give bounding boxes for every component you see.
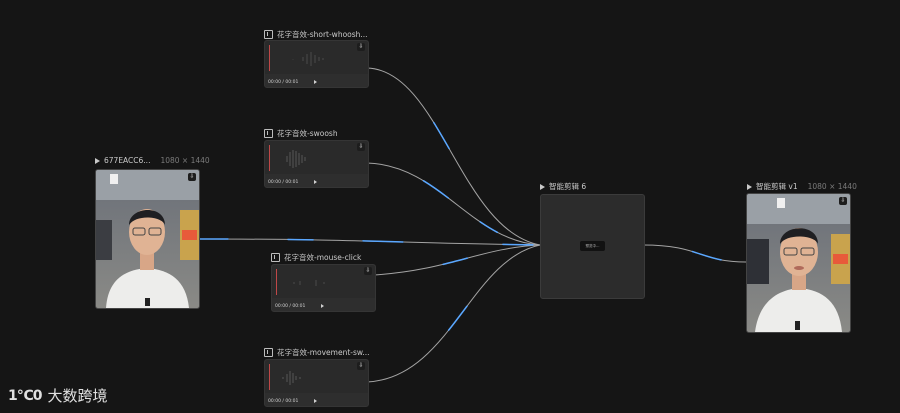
audio-node-3-title: 花字音效-mouse-click: [284, 253, 362, 262]
play-icon: [540, 183, 545, 190]
input-video-card[interactable]: ⇩: [95, 169, 200, 309]
watermark-logo: 1℃0: [8, 387, 42, 404]
play-icon[interactable]: [314, 80, 317, 84]
input-video-header[interactable]: 677EACC6... 1080 × 1440: [95, 156, 210, 165]
input-video-dims: 1080 × 1440: [160, 156, 210, 165]
audio-icon: [264, 348, 273, 357]
audio-time: 00:00 / 00:01: [268, 399, 299, 404]
play-icon[interactable]: [314, 399, 317, 403]
audio-icon: [271, 253, 280, 262]
playhead[interactable]: [269, 45, 270, 71]
audio-node-2[interactable]: ⇩ 00:00 / 00:01: [264, 140, 369, 188]
play-icon: [95, 157, 100, 164]
output-video-card[interactable]: ⇩: [746, 193, 851, 333]
audio-icon: [264, 129, 273, 138]
audio-node-1-header[interactable]: 花字音效-short-whoosh...: [264, 29, 368, 40]
audio-icon: [264, 30, 273, 39]
waveform: [293, 280, 325, 286]
process-status-button[interactable]: 预览中…: [580, 241, 605, 251]
audio-node-4-title: 花字音效-movement-sw...: [277, 348, 370, 357]
audio-node-4-header[interactable]: 花字音效-movement-sw...: [264, 347, 369, 358]
audio-node-3[interactable]: ⇩ 00:00 / 00:01: [271, 264, 376, 312]
play-icon[interactable]: [314, 180, 317, 184]
audio-node-1[interactable]: ⇩ 00:00 / 00:01: [264, 40, 369, 88]
process-node[interactable]: 预览中…: [540, 194, 645, 299]
play-icon: [747, 183, 752, 190]
audio-node-3-header[interactable]: 花字音效-mouse-click: [271, 252, 361, 263]
audio-time: 00:00 / 00:01: [268, 180, 299, 185]
download-icon[interactable]: ⇩: [357, 43, 365, 51]
download-icon[interactable]: ⇩: [188, 173, 196, 181]
audio-node-2-header[interactable]: 花字音效-swoosh: [264, 128, 338, 139]
waveform-track[interactable]: ⇩: [272, 265, 375, 298]
waveform-track[interactable]: ⇩: [265, 141, 368, 174]
output-video-header[interactable]: 智能剪辑 v1 1080 × 1440: [747, 181, 857, 192]
waveform-track[interactable]: ⇩: [265, 360, 368, 393]
download-icon[interactable]: ⇩: [357, 143, 365, 151]
waveform: [292, 52, 324, 66]
audio-time: 00:00 / 00:01: [268, 80, 299, 85]
output-video-dims: 1080 × 1440: [807, 182, 857, 191]
playhead[interactable]: [269, 145, 270, 171]
audio-time: 00:00 / 00:01: [275, 304, 306, 309]
input-video-title: 677EACC6...: [104, 156, 151, 165]
waveform-track[interactable]: ⇩: [265, 41, 368, 74]
video-thumbnail: [747, 194, 850, 332]
playhead[interactable]: [276, 269, 277, 295]
play-icon[interactable]: [321, 304, 324, 308]
audio-node-1-title: 花字音效-short-whoosh...: [277, 30, 368, 39]
audio-node-2-title: 花字音效-swoosh: [277, 129, 338, 138]
process-node-title: 智能剪辑 6: [549, 182, 587, 191]
playhead[interactable]: [269, 364, 270, 390]
audio-node-4[interactable]: ⇩ 00:00 / 00:01: [264, 359, 369, 407]
download-icon[interactable]: ⇩: [357, 362, 365, 370]
download-icon[interactable]: ⇩: [364, 267, 372, 275]
process-node-header[interactable]: 智能剪辑 6: [540, 181, 586, 192]
watermark: 1℃0 大数跨境: [8, 385, 107, 406]
waveform: [282, 371, 301, 385]
waveform: [286, 150, 306, 168]
watermark-text: 大数跨境: [47, 387, 108, 405]
video-thumbnail: [96, 170, 199, 308]
output-video-title: 智能剪辑 v1: [756, 182, 798, 191]
download-icon[interactable]: ⇩: [839, 197, 847, 205]
